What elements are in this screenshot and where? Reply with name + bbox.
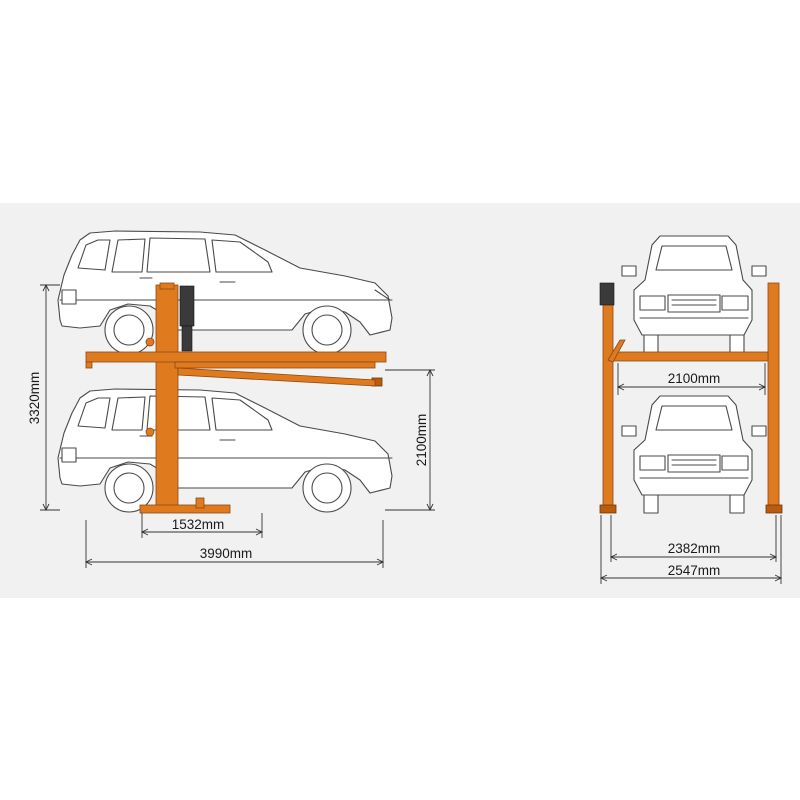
front-view: 2100mm 2382mm 2547mm	[599, 235, 783, 584]
lower-car-side	[57, 388, 393, 513]
side-lift-structure	[85, 282, 387, 514]
front-dimension-lines	[599, 363, 783, 584]
dim-platform-height: 2100mm	[414, 414, 429, 467]
dim-front-inner-width: 2382mm	[668, 541, 721, 556]
front-lift-structure	[599, 282, 783, 514]
dim-front-outer-width: 2547mm	[668, 563, 721, 578]
lower-car-front	[621, 395, 767, 514]
dim-total-height: 3320mm	[27, 372, 42, 425]
upper-car-side	[57, 230, 393, 355]
side-view: 3320mm 2100mm 1532mm 3990mm	[27, 230, 435, 568]
side-dimension-lines	[40, 283, 435, 568]
upper-car-front	[621, 235, 767, 354]
dim-total-length: 3990mm	[200, 546, 253, 561]
dim-front-platform-width: 2100mm	[668, 371, 721, 386]
dim-base-width: 1532mm	[172, 517, 225, 532]
